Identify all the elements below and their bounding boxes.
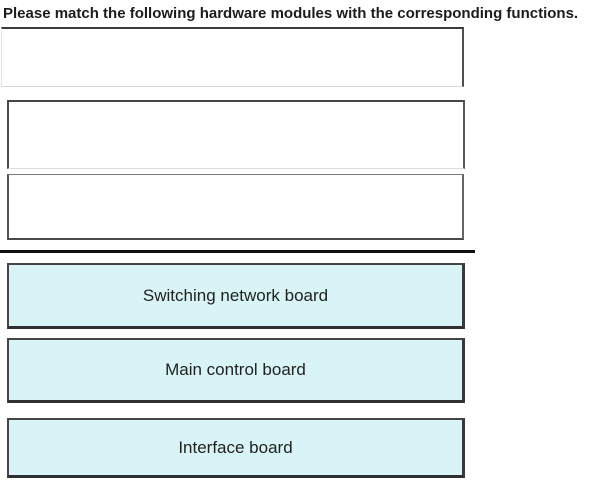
drop-zone-3[interactable] <box>7 174 464 240</box>
option-label: Switching network board <box>142 285 329 305</box>
option-label: Interface board <box>178 437 293 457</box>
option-interface-board[interactable]: Interface board <box>7 418 465 478</box>
option-label: Main control board <box>165 360 306 379</box>
drop-zone-1[interactable] <box>1 27 464 87</box>
option-main-control-board[interactable]: Main control board <box>7 338 465 403</box>
divider-line <box>0 250 475 253</box>
drop-zone-2[interactable] <box>7 100 465 169</box>
option-switching-network-board[interactable]: Switching network board <box>7 263 465 329</box>
question-title: Please match the following hardware modu… <box>3 5 579 22</box>
